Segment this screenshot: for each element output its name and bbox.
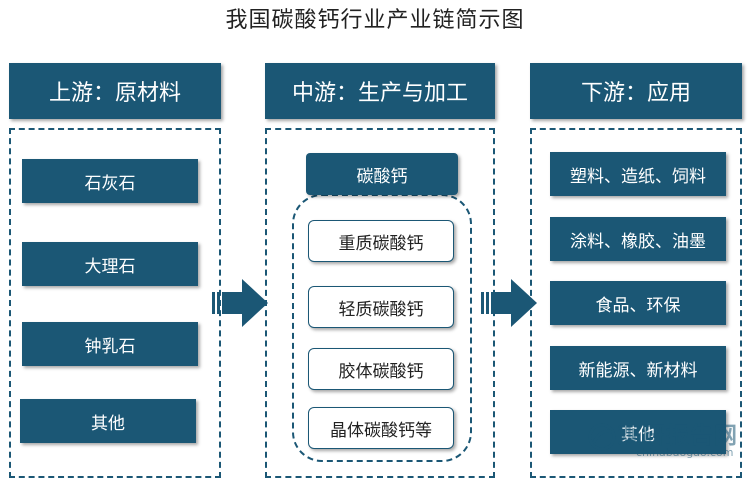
midstream-item-crystal: 晶体碳酸钙等 xyxy=(308,407,454,449)
midstream-item-heavy: 重质碳酸钙 xyxy=(308,220,454,262)
midstream-core-product: 碳酸钙 xyxy=(306,153,458,195)
upstream-item-stalactite: 钟乳石 xyxy=(22,322,198,366)
downstream-item-other: 其他 xyxy=(550,410,726,454)
midstream-header: 中游：生产与加工 xyxy=(265,63,495,119)
midstream-product-group xyxy=(292,194,472,462)
watermark-url: chinabaogao.com xyxy=(636,446,734,459)
upstream-item-limestone: 石灰石 xyxy=(22,159,198,203)
downstream-item-food: 食品、环保 xyxy=(550,281,726,325)
upstream-item-other: 其他 xyxy=(20,399,196,443)
diagram-title: 我国碳酸钙行业产业链简示图 xyxy=(225,8,525,33)
upstream-item-marble: 大理石 xyxy=(22,242,198,286)
downstream-box xyxy=(530,128,742,478)
watermark-name: 观研报告网 xyxy=(618,423,738,449)
downstream-item-coatings: 涂料、橡胶、油墨 xyxy=(550,217,726,261)
watermark-logo-icon xyxy=(588,423,616,451)
watermark: 观研报告网 chinabaogao.com xyxy=(588,414,748,464)
upstream-header: 上游：原材料 xyxy=(9,63,221,119)
midstream-item-colloidal: 胶体碳酸钙 xyxy=(308,348,454,390)
downstream-item-plastics: 塑料、造纸、饲料 xyxy=(550,152,726,196)
right-arrow-icon xyxy=(481,279,537,327)
right-arrow-icon xyxy=(212,279,268,327)
downstream-header: 下游：应用 xyxy=(530,63,742,119)
midstream-item-light: 轻质碳酸钙 xyxy=(308,286,454,328)
downstream-item-new-energy: 新能源、新材料 xyxy=(550,346,726,390)
